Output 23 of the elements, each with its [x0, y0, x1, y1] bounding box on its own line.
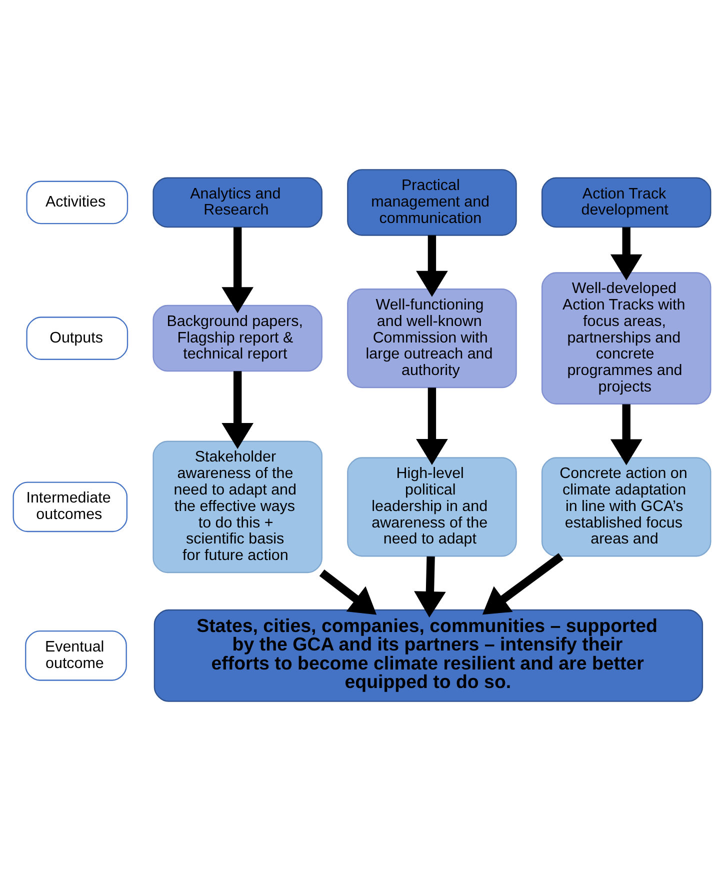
node-box: Well-developed Action Tracks with focus areas, partnerships and concrete programmes and projects [541, 272, 712, 404]
node-box: Well-functioning and well-known Commission with large outreach and authority [347, 288, 517, 388]
node-box: Practical management and communication [347, 168, 517, 236]
node-box: Eventual outcome [25, 630, 127, 680]
node-box: Outputs [26, 316, 128, 360]
arrow [414, 556, 446, 617]
node-box: Action Track development [541, 176, 712, 228]
node-box: High-level political leadership in and awareness of the need to adapt [347, 456, 517, 556]
node-box: Intermediate outcomes [12, 481, 128, 532]
arrow [416, 234, 448, 296]
arrow [416, 387, 448, 465]
node-box: States, cities, companies, communities – supported by the GCA and its partners – intensify their efforts to become climate resilient and are better equipped to do so. [154, 608, 704, 702]
node-box: Activities [26, 180, 128, 224]
node-box: Concrete action on climate adaptation in line with GCA’s established focus areas and [541, 456, 712, 556]
arrow [482, 552, 564, 614]
arrow [222, 226, 254, 313]
node-box: Stakeholder awareness of the need to adapt and the effective ways to do this + scientific basis for future action [152, 440, 322, 573]
arrow [319, 568, 377, 614]
arrow [610, 404, 642, 465]
node-box: Analytics and Research [152, 176, 322, 228]
arrow [222, 370, 254, 448]
node-box: Background papers, Flagship report & technical report [152, 304, 322, 372]
arrow [610, 226, 642, 280]
